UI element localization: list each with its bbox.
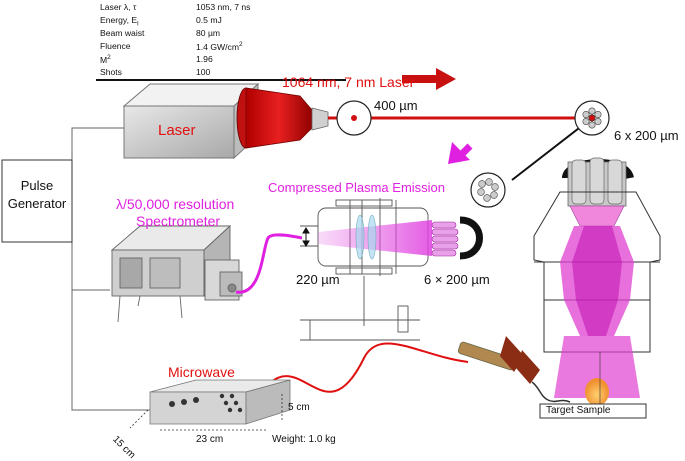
spectrometer-fiber — [235, 233, 303, 294]
table-key-text: M — [100, 54, 108, 65]
spectrometer-device — [110, 224, 243, 323]
table-key: Beam waist — [100, 28, 145, 38]
fiber-400-crosssection — [336, 100, 372, 136]
table-row: Shots 100 — [96, 67, 346, 78]
laser-box-label: Laser — [158, 122, 196, 139]
dimension-5cm: 5 cm — [288, 402, 310, 413]
compressed-plasma-label: Compressed Plasma Emission — [268, 180, 446, 195]
table-row: Beam waist 80 µm — [96, 28, 346, 39]
table-key-subscript: l — [137, 20, 139, 28]
microwave-label: Microwave — [168, 364, 235, 380]
table-key: Shots — [100, 67, 122, 77]
weight-label: Weight: 1.0 kg — [272, 434, 336, 445]
table-bottom-rule — [96, 79, 346, 81]
laser-arrow — [402, 68, 456, 90]
dimension-lines — [129, 394, 283, 431]
spectrometer-label-line1: λ/50,000 resolution — [116, 196, 235, 212]
chamber-fiber-bundle — [431, 216, 483, 260]
fiber-400-label: 400 µm — [374, 98, 418, 113]
plasma-chamber — [300, 198, 429, 341]
table-key: Energy, El — [100, 15, 139, 28]
table-key-superscript: 2 — [107, 54, 111, 61]
pulse-generator-line2: Generator — [7, 196, 67, 211]
slit-220-label: 220 µm — [296, 272, 340, 287]
table-value: 80 µm — [196, 28, 221, 38]
pulse-generator-line1: Pulse — [20, 178, 54, 193]
probe-assembly — [533, 157, 661, 419]
table-row: Energy, El 0.5 mJ — [96, 15, 346, 28]
plasma-arrow — [448, 142, 473, 164]
table-value: 1.96 — [196, 54, 213, 64]
spectrometer-label-line2: Spectrometer — [136, 213, 221, 229]
table-key-text: Energy, E — [100, 15, 138, 25]
table-row: M2 1.96 — [96, 54, 346, 65]
table-key: M2 — [100, 54, 111, 65]
table-value: 0.5 mJ — [196, 15, 222, 25]
table-value: 100 — [196, 67, 211, 77]
table-row: Laser λ, τ 1053 nm, 7 ns — [96, 2, 346, 13]
microwave-device — [149, 379, 291, 425]
fiber-bundle-top-label: 6 x 200 µm — [614, 128, 679, 143]
pulse-generator-box — [1, 159, 73, 243]
plasma-lenses — [355, 214, 377, 260]
laser-device — [122, 82, 329, 160]
laser-arrow-label: 1064 nm, 7 nm Laser — [282, 74, 415, 90]
table-value: 1.4 GW/cm2 — [196, 41, 243, 52]
target-sample-label: Target Sample — [546, 405, 611, 416]
slit-marker — [302, 227, 310, 247]
table-key: Laser λ, τ — [100, 2, 137, 12]
microwave-antenna — [261, 336, 571, 403]
table-value-text: 1.4 GW/cm — [196, 41, 239, 52]
table-value-superscript: 2 — [238, 41, 243, 48]
fiber-bundle-mid-crosssection — [470, 172, 506, 208]
table-row: Fluence 1.4 GW/cm2 — [96, 41, 346, 52]
table-key: Fluence — [100, 41, 131, 51]
fiber-bundle-top-crosssection — [574, 100, 610, 136]
dimension-23cm: 23 cm — [196, 434, 224, 445]
fiber-bundle-mid-label: 6 × 200 µm — [424, 272, 490, 287]
table-value: 1053 nm, 7 ns — [196, 2, 251, 12]
